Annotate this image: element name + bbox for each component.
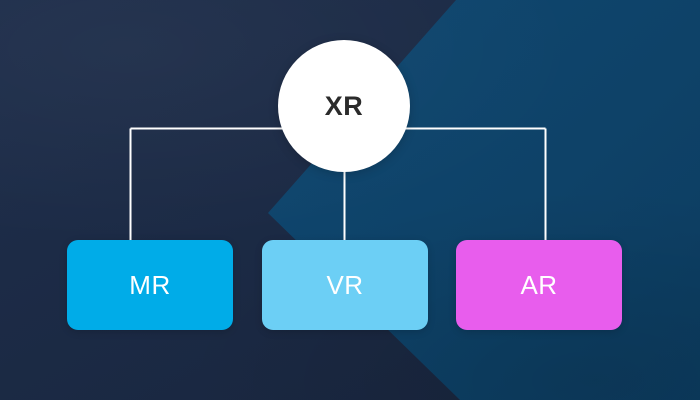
node-vr[interactable]: VR xyxy=(262,240,428,330)
node-mr[interactable]: MR xyxy=(67,240,233,330)
node-ar-label: AR xyxy=(520,270,558,300)
node-ar[interactable]: AR xyxy=(456,240,622,330)
node-mr-label: MR xyxy=(129,270,171,300)
node-xr[interactable]: XR xyxy=(278,40,410,172)
node-xr-label: XR xyxy=(324,90,364,121)
node-vr-label: VR xyxy=(326,270,364,300)
